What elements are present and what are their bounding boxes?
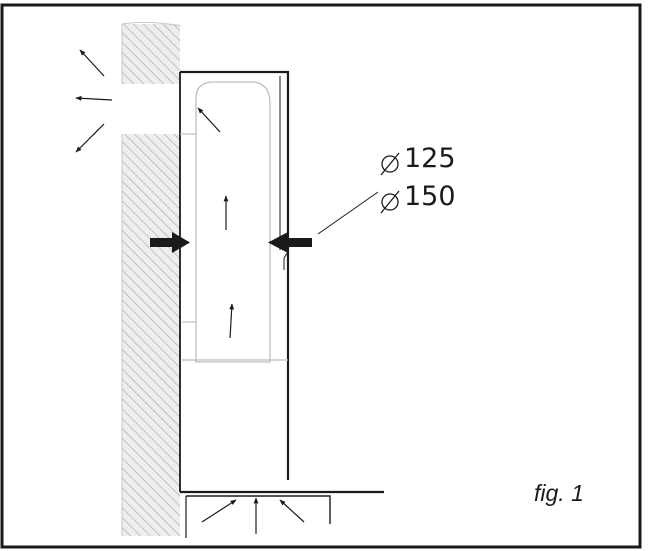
airflow-arrow-icon	[201, 499, 237, 523]
canopy-lip	[186, 495, 331, 524]
pressure-arrow-icon	[150, 232, 190, 253]
figure-caption: fig. 1	[534, 480, 584, 506]
airflow-arrow-icon	[197, 107, 221, 133]
wall-edge-upper	[121, 21, 181, 84]
chimney-outline	[180, 70, 290, 480]
dimension-leader-line	[317, 191, 379, 235]
airflow-arrow-icon	[229, 303, 235, 339]
figure-frame	[0, 3, 642, 549]
diameter-symbol-icon	[380, 190, 400, 214]
airflow-arrow-icon	[75, 123, 105, 153]
airflow-arrow-icon	[279, 499, 305, 523]
diameter-label-150: 150	[404, 181, 456, 212]
pressure-arrow-icon	[268, 232, 312, 253]
diameter-label-125: 125	[404, 143, 456, 174]
chimney-step	[283, 251, 289, 270]
wall-lower	[122, 134, 180, 536]
airflow-arrow-icon	[75, 95, 113, 101]
duct-outline	[195, 81, 271, 363]
wall-upper	[122, 24, 180, 84]
diameter-symbol-icon	[380, 152, 400, 176]
airflow-arrow-icon	[79, 49, 105, 77]
